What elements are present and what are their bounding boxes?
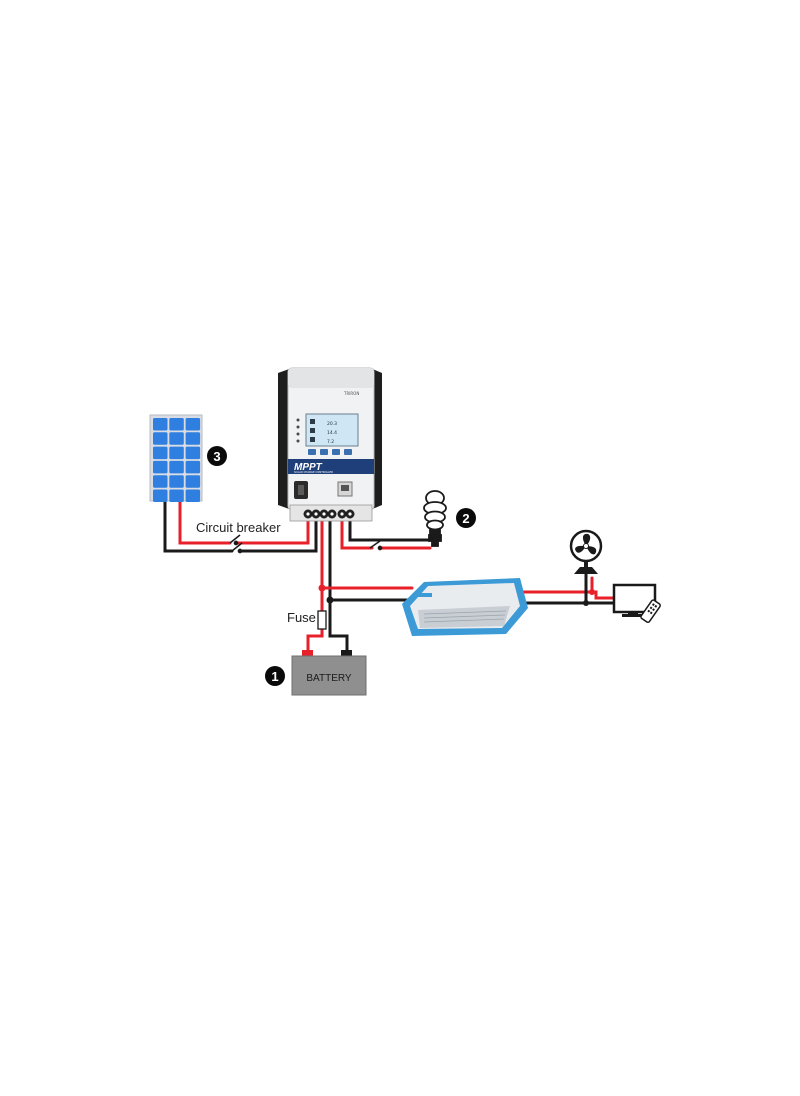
callout-2: 2: [456, 508, 476, 528]
fuse-icon: [317, 610, 327, 630]
solar-cell: [185, 460, 201, 474]
pv-negative-wire-2: [238, 516, 318, 553]
solar-cell: [185, 475, 201, 488]
controller-model: MPPT: [294, 462, 323, 473]
load-switch-icon: [369, 540, 383, 551]
bulb-icon: [423, 490, 447, 547]
tv-icon: [612, 583, 661, 624]
breaker-icon: [229, 534, 243, 554]
solar-cell: [169, 460, 184, 474]
reading-3: 7.2: [327, 439, 334, 445]
pv-positive-wire: [178, 498, 232, 545]
solar-cell: [185, 446, 201, 460]
reading-2: 14.4: [327, 430, 337, 436]
controller-subtitle: SOLAR CHARGE CONTROLLER: [294, 470, 333, 474]
solar-cell: [169, 489, 184, 502]
reading-1: 20.3: [327, 421, 337, 427]
load-positive-wire: [340, 516, 374, 550]
pv-positive-wire-2: [234, 516, 310, 545]
junction-dot: [318, 584, 326, 592]
solar-cell: [185, 489, 201, 502]
solar-cell: [153, 460, 168, 474]
battery-positive-wire-2: [306, 626, 324, 654]
inverter-icon: [402, 578, 528, 636]
junction-dot: [326, 596, 334, 604]
junction-dots: [318, 584, 595, 606]
callout-2-number: 2: [462, 511, 469, 526]
solar-cell: [169, 432, 184, 445]
fan-icon: [569, 529, 603, 574]
battery-label: BATTERY: [306, 673, 352, 684]
battery-negative-wire: [328, 516, 349, 654]
wires: [163, 498, 616, 654]
solar-cell: [169, 475, 184, 488]
fuse-label: Fuse: [287, 610, 316, 625]
controller-icon: TRIRON 20.3 14.4 7.2 MPPT SOLAR CHARGE C…: [278, 367, 382, 522]
controller-brand: TRIRON: [343, 391, 359, 396]
ac-red-wire: [520, 590, 616, 600]
junction-dot: [589, 589, 595, 595]
callout-1: 1: [265, 666, 285, 686]
solar-cell: [153, 446, 168, 460]
callout-3-number: 3: [213, 449, 220, 464]
junction-dot: [583, 600, 589, 606]
solar-cell: [185, 432, 201, 445]
solar-cell: [153, 489, 168, 502]
solar-panel-icon: [149, 414, 203, 502]
callout-1-number: 1: [271, 669, 278, 684]
solar-cell: [185, 418, 201, 431]
solar-cells: [153, 418, 201, 502]
solar-cell: [153, 418, 168, 431]
solar-cell: [169, 418, 184, 431]
solar-cell: [153, 432, 168, 445]
solar-cell: [153, 475, 168, 488]
solar-cell: [169, 446, 184, 460]
circuit-breaker-label: Circuit breaker: [196, 520, 281, 535]
battery-icon: BATTERY: [291, 650, 367, 696]
pv-negative-wire: [163, 498, 234, 553]
load-negative-wire: [348, 516, 432, 542]
callout-3: 3: [207, 446, 227, 466]
